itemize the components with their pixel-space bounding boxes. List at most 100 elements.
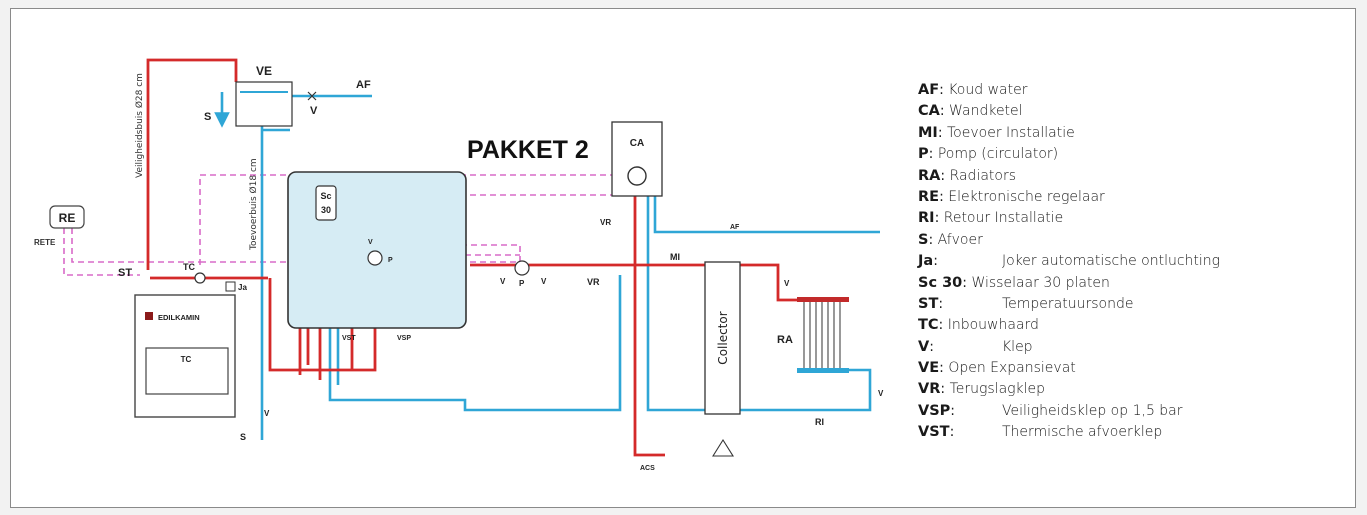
tc-sensor-label: TC [183,262,195,272]
legend-key: Sc 30 [918,274,963,291]
boiler-pump-icon [627,166,647,186]
legend-separator: : [949,424,955,441]
acs-label: ACS [640,465,655,472]
v-top-label: V [310,105,318,117]
v2-label: V [541,277,547,286]
legend-item: CA: Wandketel [918,101,1338,122]
ra-label: RA [777,334,793,346]
legend-separator: : [939,188,949,205]
expansion-vessel [235,81,293,127]
legend-key: AF [918,82,940,98]
legend-key: VSP [918,402,951,419]
joker-vent-icon [225,281,236,292]
legend-separator: : [934,210,944,227]
ve-label: VE [256,64,272,78]
supply-pipe-label: Toevoerbuis Ø18 cm [248,158,259,251]
legend-separator: : [933,253,938,270]
legend-description: Radiators [949,167,1017,184]
legend-item: MI: Toevoer Installatie [918,123,1338,144]
legend-item: VSP: Veiligheidsklep op 1,5 bar [918,401,1338,422]
re-label: RE [59,211,76,225]
diagram-frame [10,8,1356,508]
legend-separator: : [938,295,944,312]
legend-separator: : [962,274,972,291]
v1-label: V [500,277,506,286]
legend-separator: : [939,360,949,377]
legend-description: Pomp (circulator) [937,146,1059,163]
legend-separator: : [940,167,950,184]
af-top-label: AF [356,79,371,91]
radiator-icon [797,297,849,373]
legend-separator: : [929,338,934,355]
legend-separator: : [939,103,950,120]
v-inner-label: V [368,239,373,246]
legend-key: TC [918,317,939,334]
sc30-exchanger [315,185,337,221]
collector-support-icon [712,438,734,457]
legend-item: AF: Koud water [918,80,1338,101]
legend-description: Afvoer [937,231,983,248]
ca-label: CA [630,138,644,149]
legend-description: Wandketel [949,103,1023,120]
legend-description: Toevoer Installatie [947,124,1075,141]
legend-key: CA [918,103,940,120]
brand-label: EDILKAMIN [158,313,200,322]
legend-separator: : [950,402,956,419]
legend-item: RA: Radiators [918,166,1338,187]
legend-description: Retour Installatie [943,210,1064,227]
re-controller [49,205,85,229]
st-label: ST [118,267,132,279]
safety-pipe-label: Veiligheidsbuis Ø28 cm [134,73,145,178]
legend-item: RE: Elektronische regelaar [918,187,1338,208]
legend-item: RI: Retour Installatie [918,208,1338,229]
heat-exchanger-box [287,171,467,329]
legend-description: Elektronische regelaar [948,188,1105,205]
v-bottom-label: V [264,409,270,418]
valve-top-icon [307,91,317,101]
legend-separator: : [939,82,949,98]
legend-description: Terugslagklep [949,381,1046,398]
tc-box-label: TC [181,355,192,364]
legend-description: Klep [1002,338,1033,355]
legend-description: Thermische afvoerklep [1002,424,1163,441]
legend-item: P: Pomp (circulator) [918,144,1338,165]
legend-item: TC: Inbouwhaard [918,315,1338,336]
ri-label: RI [815,417,824,427]
legend-key: VST [918,424,950,441]
collector-label: Collector [716,311,730,364]
ja-label: Ja [238,283,247,292]
mi-label: MI [670,252,680,262]
legend-key: V [918,338,930,355]
legend-description: Veiligheidsklep op 1,5 bar [1002,402,1183,419]
legend-separator: : [928,231,938,248]
vr-top-label: VR [600,218,611,227]
p-inner-label: P [388,257,393,264]
legend-item: Sc 30: Wisselaar 30 platen [918,273,1338,294]
fireplace-window [145,347,229,395]
legend-item: Ja: Joker automatische ontluchting [918,251,1338,272]
legend-description: Koud water [948,82,1028,98]
legend-item: VST: Thermische afvoerklep [918,422,1338,443]
legend-separator: : [940,381,950,398]
s-top-label: S [204,111,211,123]
legend-key: ST [918,295,939,312]
diagram-title: PAKKET 2 [467,136,589,164]
inner-pump-icon [367,250,383,266]
legend-description: Joker automatische ontluchting [1002,253,1221,270]
v-ra-top-label: V [784,279,790,288]
s-bottom-label: S [240,432,246,442]
legend-key: MI [918,124,938,141]
legend-separator: : [928,146,938,163]
legend-item: VE: Open Expansievat [918,358,1338,379]
rete-label: RETE [34,238,56,247]
legend-key: S [918,231,929,248]
tc-sensor-icon [194,272,206,284]
legend-key: P [918,146,929,163]
legend-key: VR [918,381,941,398]
legend-key: Ja [918,253,934,270]
legend-item: ST:Temperatuursonde [918,294,1338,315]
collector-box [704,261,741,415]
legend-key: RI [918,210,935,227]
p-main-label: P [519,279,525,288]
